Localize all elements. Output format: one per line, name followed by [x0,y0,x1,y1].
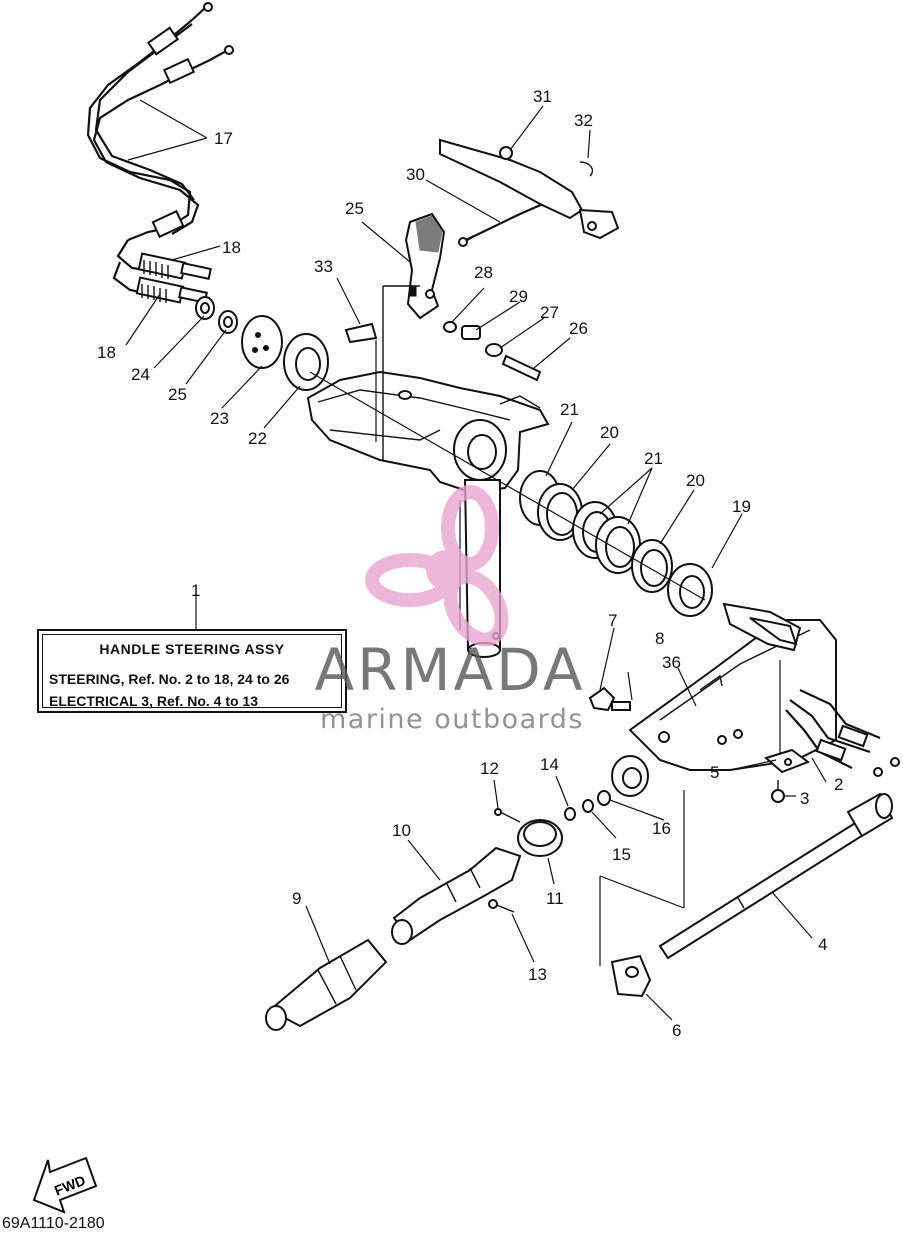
part-link-rod [439,138,620,247]
callout-28: 26 [569,319,588,338]
part-handle-bracket [306,370,550,494]
callout-14: 14 [540,755,559,774]
part-sleeve-11 [517,819,563,857]
leader-lines [125,99,827,1021]
part-grip-9 [265,938,388,1031]
assembly-title: HANDLE STEERING ASSY [99,641,285,657]
callout-20a: 20 [600,423,619,442]
assembly-info-inner-border [42,634,342,708]
callout-6: 6 [672,1021,681,1040]
part-cable-ends [112,239,212,304]
watermark-brand: ARMADA [314,636,586,704]
callout-12: 12 [480,759,499,778]
callout-1: 1 [191,581,200,600]
callout-33: 31 [533,87,552,106]
callout-36: 36 [662,653,681,672]
assembly-steering-ref: STEERING, Ref. No. 2 to 18, 24 to 26 [49,671,290,687]
callout-25: 24 [131,365,150,384]
callout-19: 19 [732,497,751,516]
callout-30: 28 [474,263,493,282]
callout-27: 25 [345,199,364,218]
assembly-electrical-ref: ELECTRICAL 3, Ref. No. 4 to 13 [49,693,258,709]
callout-5: 5 [710,763,719,782]
assembly-info-box: HANDLE STEERING ASSY STEERING, Ref. No. … [37,629,347,713]
callout-11: 11 [546,889,564,908]
callout-20b: 20 [686,471,705,490]
callout-17: 17 [214,129,233,148]
part-handle-arm [599,602,837,966]
callout-15: 15 [612,845,631,864]
part-block-6 [610,954,652,998]
part-plate-5 [763,748,811,803]
callout-numbers: 31 32 17 30 25 18 33 28 29 27 26 18 24 2… [97,87,843,1040]
watermark-logo-icon [365,485,509,647]
part-cables-right [785,689,900,777]
part-throttle-cables [86,2,234,242]
callout-18b: 18 [97,343,116,362]
part-throttle-shaft [658,792,894,960]
part-clip [344,322,378,442]
callout-9: 9 [292,889,301,908]
callout-21: 21 [644,449,663,468]
callout-22: 21 [560,400,579,419]
watermark-tagline: marine outboards [319,704,584,735]
part-washers-right [309,371,713,617]
callout-29: 27 [540,303,559,322]
part-screws [488,790,611,913]
callout-8: 8 [655,629,664,648]
callout-31: 29 [509,287,528,306]
part-shift-lever [382,212,542,460]
drawing-number: 69A1110-2180 [2,1215,105,1232]
callout-26: 25 [168,385,187,404]
callout-4: 4 [818,935,827,954]
callout-18a: 18 [222,238,241,257]
callout-13: 13 [528,965,547,984]
part-switch-7 [588,686,631,712]
fwd-arrow-icon: FWD [32,1156,98,1214]
callout-34: 32 [574,111,593,130]
callout-16: 16 [652,819,671,838]
callout-10: 10 [392,821,411,840]
callout-35: 33 [314,257,333,276]
callout-32: 30 [406,165,425,184]
part-grip-core-10 [391,846,522,945]
callout-23: 22 [248,429,267,448]
callout-3: 3 [800,789,809,808]
callout-24: 23 [210,409,229,428]
callout-7: 7 [608,611,617,630]
callout-2: 2 [834,775,843,794]
